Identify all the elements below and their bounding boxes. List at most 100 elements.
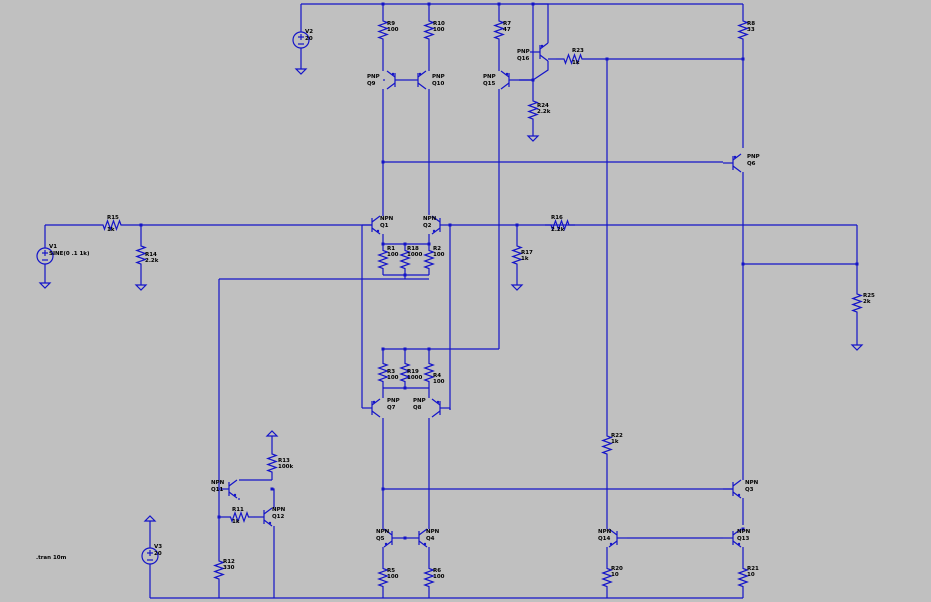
resistor-r23[interactable] [556, 53, 590, 65]
resistor-r6[interactable] [423, 565, 435, 590]
transistor-type: NPN [598, 529, 612, 535]
transistor-type: NPN [272, 507, 286, 513]
ground-icon [265, 430, 279, 437]
resistor-r15[interactable] [102, 219, 122, 231]
transistor-q12[interactable] [254, 507, 273, 527]
junction [381, 347, 385, 351]
resistor-value: 2k [863, 299, 871, 305]
junction [403, 347, 407, 351]
transistor-q11[interactable] [219, 479, 238, 499]
resistor-ref: R23 [572, 48, 584, 54]
transistor-ref: Q6 [747, 161, 756, 167]
resistor-value: 2.2k [145, 258, 159, 264]
transistor-q1[interactable] [362, 215, 381, 235]
resistor-r2[interactable] [423, 244, 435, 275]
transistor-type: NPN [380, 216, 394, 222]
resistor-r24[interactable] [527, 95, 539, 125]
spice-directive: .tran 10m [36, 555, 67, 561]
transistor-q10[interactable] [408, 70, 427, 90]
transistor-ref: Q11 [211, 487, 224, 493]
resistor-value: 1k [232, 519, 240, 525]
junction [381, 487, 385, 491]
resistor-value: 33 [747, 27, 755, 33]
transistor-type: PNP [517, 49, 530, 55]
resistor-value: 100 [387, 574, 399, 580]
junction [427, 2, 431, 6]
transistor-type: PNP [413, 398, 426, 404]
ground-icon [526, 135, 540, 142]
ground-icon [143, 515, 157, 522]
resistor-ref: R11 [232, 507, 244, 513]
transistor-ref: Q5 [376, 536, 385, 542]
resistor-ref: R9 [387, 21, 395, 27]
transistor-ref: Q9 [367, 81, 376, 87]
transistor-ref: Q7 [387, 405, 396, 411]
voltage-source-v1[interactable] [36, 247, 54, 265]
transistor-ref: Q4 [426, 536, 435, 542]
transistor-q5[interactable] [383, 528, 402, 548]
transistor-type: PNP [483, 74, 496, 80]
resistor-r9[interactable] [377, 15, 389, 45]
resistor-r13[interactable] [266, 452, 278, 474]
resistor-r25[interactable] [851, 288, 863, 318]
resistor-r20[interactable] [601, 565, 613, 590]
transistor-q8[interactable] [431, 398, 450, 418]
resistor-r16[interactable] [545, 219, 575, 231]
transistor-q3[interactable] [723, 479, 742, 499]
resistor-r4[interactable] [423, 357, 435, 388]
resistor-r5[interactable] [377, 565, 389, 590]
resistor-r3[interactable] [377, 357, 389, 388]
resistor-r21[interactable] [737, 565, 749, 590]
resistor-r14[interactable] [135, 240, 147, 270]
wires [44, 2, 859, 599]
transistor-q14[interactable] [608, 528, 627, 548]
resistor-ref: R15 [107, 215, 119, 221]
resistor-r7[interactable] [493, 15, 505, 45]
resistor-r17[interactable] [511, 240, 523, 270]
transistor-q16[interactable] [530, 42, 549, 62]
resistor-r10[interactable] [423, 15, 435, 45]
transistor-q9[interactable] [386, 70, 405, 90]
resistor-r11[interactable] [229, 511, 250, 523]
resistor-value: 100k [278, 464, 293, 470]
resistor-value: 1k [107, 227, 115, 233]
resistor-r1[interactable] [377, 244, 389, 275]
transistor-ref: Q16 [517, 56, 530, 62]
junction [605, 57, 609, 61]
transistor-ref: Q3 [745, 487, 754, 493]
ground-icon [850, 344, 864, 351]
resistor-value: 100 [387, 375, 399, 381]
resistor-r18[interactable] [399, 244, 411, 275]
transistor-ref: Q2 [423, 223, 432, 229]
transistor-q13[interactable] [723, 528, 742, 548]
transistor-q4[interactable] [409, 528, 428, 548]
resistor-value: 1000 [407, 252, 422, 258]
transistor-q7[interactable] [362, 398, 381, 418]
ground-icon [510, 284, 524, 291]
voltage-source-v2[interactable] [292, 31, 310, 49]
resistor-r12[interactable] [213, 560, 225, 580]
resistor-value: 100 [433, 252, 445, 258]
resistor-r8[interactable] [737, 15, 749, 45]
transistor-q15[interactable] [500, 70, 519, 90]
resistor-value: 100 [433, 379, 445, 385]
resistor-ref: R6 [433, 568, 441, 574]
transistor-type: NPN [423, 216, 437, 222]
resistor-r19[interactable] [399, 357, 411, 388]
resistor-ref: R20 [611, 566, 623, 572]
source-value: 20 [305, 36, 313, 42]
resistor-value: 1k [611, 439, 619, 445]
voltage-source-v3[interactable] [141, 547, 159, 565]
junction [497, 2, 501, 6]
resistor-value: 330 [223, 565, 235, 571]
components [36, 15, 864, 590]
transistor-type: NPN [211, 480, 225, 486]
transistor-q6[interactable] [723, 153, 742, 173]
resistor-value: 1k [521, 256, 529, 262]
junction [741, 57, 745, 61]
source-ref: V1 [49, 244, 57, 250]
transistor-q2[interactable] [431, 215, 450, 235]
resistor-r22[interactable] [601, 430, 613, 460]
junction [381, 2, 385, 6]
